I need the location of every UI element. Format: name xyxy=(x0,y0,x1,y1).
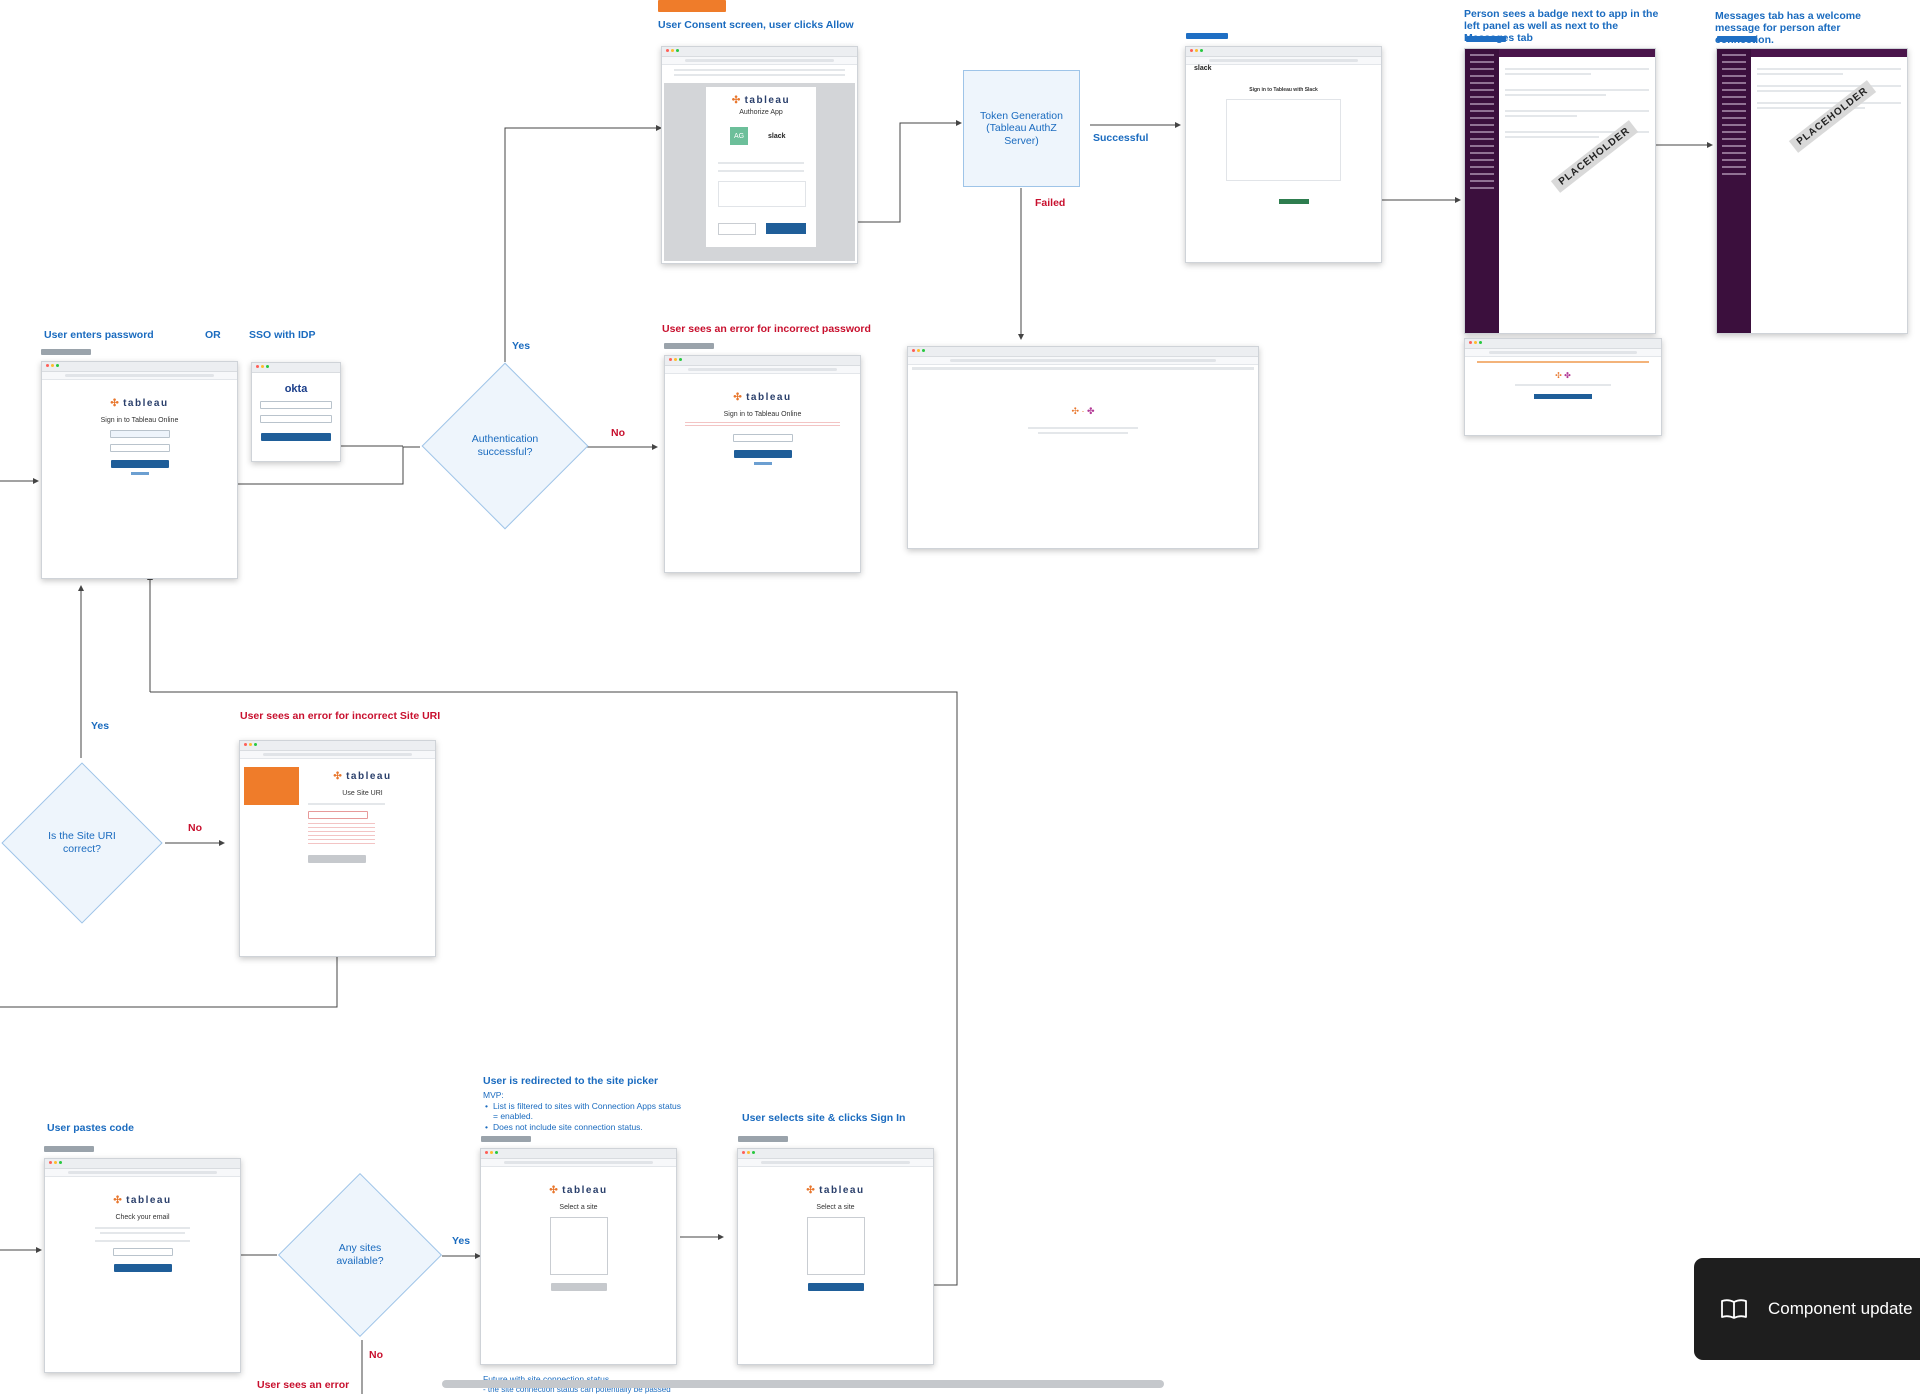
label-user-selects-site: User selects site & clicks Sign In xyxy=(742,1112,906,1124)
okta-sign-in-button[interactable] xyxy=(261,433,331,441)
select-site-title: Select a site xyxy=(559,1204,598,1211)
label-user-sees-an-error: User sees an error xyxy=(257,1379,350,1391)
process-token-generation: Token Generation (Tableau AuthZ Server) xyxy=(963,70,1080,187)
screen-tag xyxy=(738,1136,788,1142)
edge-sites-yes: Yes xyxy=(452,1235,471,1247)
screen-tag xyxy=(41,349,91,355)
mvp-item: List is filtered to sites with Connectio… xyxy=(483,1101,683,1122)
slack-logo: slack xyxy=(768,133,786,140)
allow-button[interactable] xyxy=(766,223,806,234)
continue-button[interactable] xyxy=(308,855,366,863)
label-error-incorrect-password: User sees an error for incorrect passwor… xyxy=(662,323,871,335)
okta-logo: okta xyxy=(284,383,308,395)
book-icon xyxy=(1721,1299,1747,1319)
screen-slack-messages-tab[interactable]: PLACEHOLDER xyxy=(1716,48,1908,334)
label-site-status-passed: - the site connection status can potenti… xyxy=(483,1385,671,1394)
label-future-site-status: Future with site connection status xyxy=(483,1374,610,1384)
toast-text: Component update xyxy=(1768,1299,1913,1318)
screen-slack-app-badge[interactable]: PLACEHOLDER xyxy=(1464,48,1656,334)
screen-tag xyxy=(1717,36,1757,42)
use-site-uri-title: Use Site URI xyxy=(342,790,383,797)
site-uri-field[interactable] xyxy=(308,811,368,819)
screen-tag xyxy=(44,1146,94,1152)
decision-site-uri: Is the Site URI correct? xyxy=(0,762,164,924)
tableau-slack-icons: ✣ · ✤ xyxy=(1071,406,1095,416)
open-slack-button[interactable] xyxy=(1534,394,1592,399)
edge-auth-no: No xyxy=(611,427,625,439)
screen-tag xyxy=(1466,36,1506,42)
screen-site-uri-error[interactable]: ✣ tableau Use Site URI xyxy=(239,740,436,957)
screen-tag xyxy=(1186,33,1228,39)
decision-authentication: Authentication successful? xyxy=(420,362,590,530)
edge-site-uri-no: No xyxy=(188,822,202,834)
mvp-item: Does not include site connection status. xyxy=(483,1122,683,1133)
sign-in-button[interactable] xyxy=(733,450,792,458)
screen-site-selected[interactable]: ✣ tableau Select a site xyxy=(737,1148,934,1365)
consent-note-tag xyxy=(658,0,726,12)
edge-failed: Failed xyxy=(1035,197,1066,209)
cancel-button[interactable] xyxy=(718,223,756,235)
screen-connection-failed[interactable]: ✣ · ✤ xyxy=(907,346,1259,549)
screen-authorize-app[interactable]: ✣ tableau Authorize App AG slack xyxy=(661,46,858,264)
decision-any-sites: Any sites available? xyxy=(277,1172,443,1338)
edge-site-uri-yes: Yes xyxy=(91,720,110,732)
sign-in-button-disabled[interactable] xyxy=(550,1283,607,1291)
edge-successful: Successful xyxy=(1093,132,1149,144)
label-or: OR xyxy=(205,329,221,341)
screen-tag xyxy=(664,343,714,349)
email-field[interactable] xyxy=(109,430,170,438)
okta-username-field[interactable] xyxy=(260,401,332,409)
screen-tag xyxy=(481,1136,531,1142)
screen-site-picker[interactable]: ✣ tableau Select a site xyxy=(480,1148,677,1365)
screen-slack-sign-in[interactable]: slack Sign in to Tableau with Slack xyxy=(1185,46,1382,263)
label-user-pastes-code: User pastes code xyxy=(47,1122,134,1134)
sign-in-button[interactable] xyxy=(807,1283,864,1291)
screen-connected-success[interactable]: ✣ ✤ xyxy=(1464,338,1662,436)
component-update-toast[interactable]: Component update xyxy=(1694,1258,1920,1360)
screen-okta-sso[interactable]: okta xyxy=(251,362,341,462)
site-uri-note xyxy=(244,767,299,805)
slack-continue-button[interactable] xyxy=(1279,199,1309,204)
tableau-logo: tableau xyxy=(123,398,169,409)
sign-up-link[interactable] xyxy=(753,462,772,465)
verify-button[interactable] xyxy=(113,1264,172,1272)
label-user-consent-screen: User Consent screen, user clicks Allow xyxy=(658,19,854,31)
site-list[interactable] xyxy=(549,1217,608,1275)
label-error-incorrect-site-uri: User sees an error for incorrect Site UR… xyxy=(240,710,441,722)
verification-code-field[interactable] xyxy=(112,1248,173,1256)
edge-sites-no: No xyxy=(369,1349,383,1361)
check-email-title: Check your email xyxy=(115,1214,170,1221)
password-error-text xyxy=(685,422,840,428)
screen-password-error[interactable]: ✣ tableau Sign in to Tableau Online xyxy=(664,355,861,573)
site-list[interactable] xyxy=(806,1217,865,1275)
sign-in-button[interactable] xyxy=(110,460,169,468)
screen-sign-in-password[interactable]: ✣ tableau Sign in to Tableau Online xyxy=(41,361,238,579)
edge-auth-yes: Yes xyxy=(512,340,531,352)
authorize-title: Authorize App xyxy=(739,109,783,116)
label-user-enters-password: User enters password xyxy=(44,329,154,341)
label-sso-with-idp: SSO with IDP xyxy=(249,329,316,341)
label-redirected-site-picker: User is redirected to the site picker xyxy=(483,1075,659,1087)
horizontal-scrollbar[interactable] xyxy=(442,1380,1164,1388)
mvp-notes: MVP: List is filtered to sites with Conn… xyxy=(483,1090,683,1133)
password-field[interactable] xyxy=(109,444,170,452)
screen-check-email[interactable]: ✣ tableau Check your email xyxy=(44,1158,241,1373)
password-field[interactable] xyxy=(732,434,793,442)
mvp-heading: MVP: xyxy=(483,1090,504,1100)
app-avatar: AG xyxy=(730,127,748,145)
okta-password-field[interactable] xyxy=(260,415,332,423)
sign-up-link[interactable] xyxy=(130,472,149,475)
slack-sign-in-title: Sign in to Tableau with Slack xyxy=(1249,87,1318,93)
sign-in-title: Sign in to Tableau Online xyxy=(100,417,179,424)
